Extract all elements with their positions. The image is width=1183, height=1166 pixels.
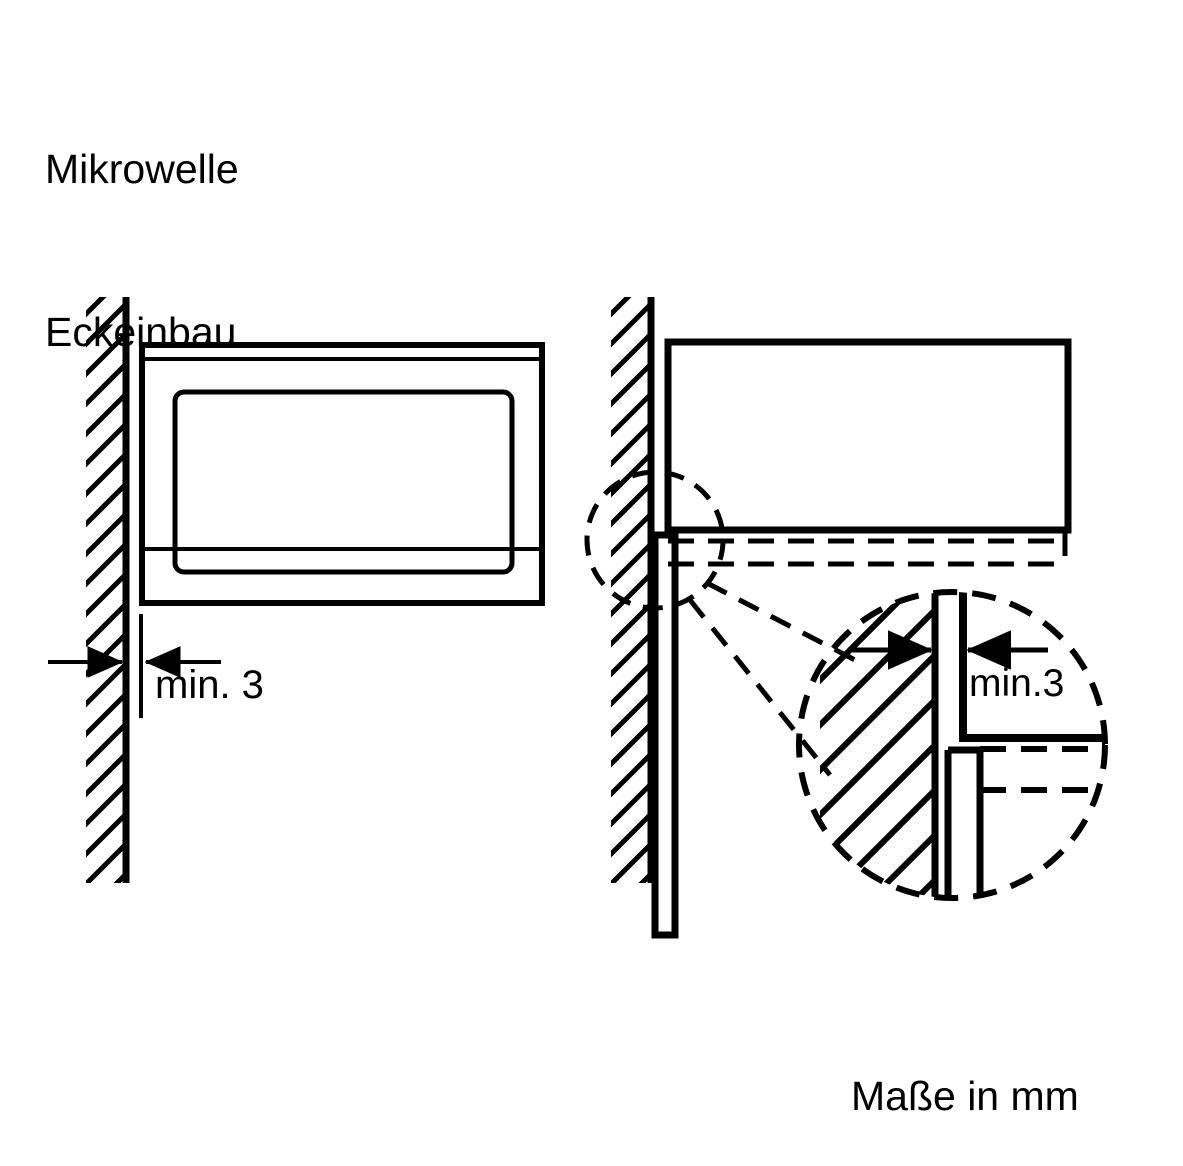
detail-wall-hatch [820, 592, 938, 898]
side-view [584, 297, 1072, 939]
detail-callout-circle-small [584, 469, 726, 611]
detail-view [796, 589, 1108, 901]
front-view [48, 297, 545, 883]
front-view-door-panel [172, 389, 515, 575]
detail-appliance-corner [959, 592, 1105, 742]
title-line-2: Eckeinbau [45, 308, 237, 355]
detail-callout-leader-lower [688, 598, 832, 777]
front-view-dimension-label: min. 3 [155, 663, 264, 707]
title-line-1: Mikrowelle [45, 146, 239, 193]
detail-callout-leader-upper [705, 580, 857, 663]
detail-door-panel [944, 746, 984, 898]
units-note: Maße in mm [851, 1073, 1079, 1119]
drawing-title: Mikrowelle Eckeinbau [45, 34, 239, 467]
side-view-appliance-body [664, 338, 1072, 534]
front-view-appliance-body [139, 342, 545, 606]
detail-dimension-label: min.3 [969, 662, 1065, 705]
side-view-door-panel [651, 531, 679, 939]
